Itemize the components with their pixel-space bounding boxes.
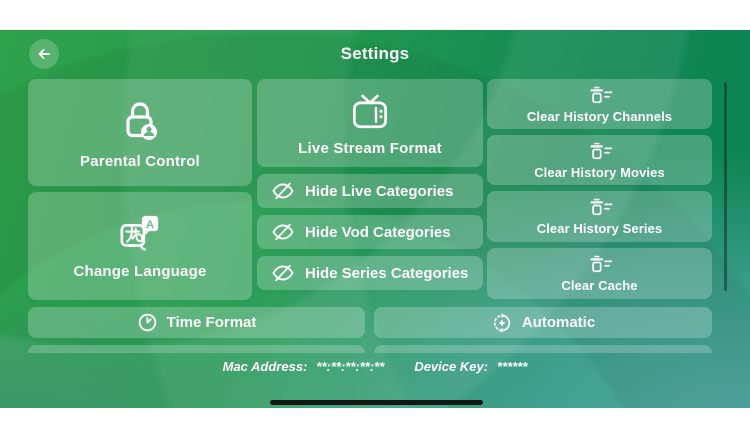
- live-stream-format-label: Live Stream Format: [298, 139, 442, 157]
- time-format-label: Time Format: [166, 314, 257, 331]
- trash-list-icon: [586, 85, 613, 106]
- hide-series-categories-button[interactable]: Hide Series Categories: [257, 256, 483, 290]
- clear-history-series-button[interactable]: Clear History Series: [487, 191, 712, 242]
- clear-history-movies-label: Clear History Movies: [534, 164, 665, 180]
- change-language-label: Change Language: [73, 263, 207, 280]
- trash-list-icon: [586, 254, 613, 275]
- trash-list-icon: [586, 141, 613, 162]
- clear-cache-label: Clear Cache: [561, 278, 638, 293]
- clipped-row-left-button[interactable]: [28, 345, 365, 353]
- hide-live-categories-button[interactable]: Hide Live Categories: [257, 174, 483, 208]
- automatic-button[interactable]: Automatic: [374, 307, 712, 338]
- clear-history-series-label: Clear History Series: [536, 221, 663, 236]
- home-indicator-bar[interactable]: [270, 400, 483, 405]
- eye-slash-icon: [271, 263, 295, 283]
- hide-live-categories-label: Hide Live Categories: [305, 182, 454, 200]
- mac-address-value: **:**:**:**:**: [316, 358, 385, 374]
- clock-icon: [137, 312, 158, 333]
- mac-address-label: Mac Address:: [222, 358, 308, 374]
- time-format-button[interactable]: Time Format: [28, 307, 365, 338]
- device-key-group: Device Key: ******: [414, 359, 527, 374]
- back-button[interactable]: [29, 39, 59, 69]
- hide-vod-categories-button[interactable]: Hide Vod Categories: [257, 215, 483, 249]
- clear-history-movies-button[interactable]: Clear History Movies: [487, 135, 712, 185]
- parental-control-button[interactable]: Parental Control: [28, 79, 252, 186]
- clipped-row-right-button[interactable]: [374, 345, 712, 353]
- lock-user-icon: [115, 96, 165, 146]
- settings-screen-background: [0, 30, 750, 408]
- clear-history-channels-button[interactable]: Clear History Channels: [487, 79, 712, 129]
- automatic-label: Automatic: [521, 314, 596, 331]
- eye-slash-icon: [271, 222, 295, 242]
- eye-slash-icon: [271, 181, 295, 201]
- svg-text:A: A: [146, 219, 154, 231]
- scrollbar-thumb[interactable]: [724, 82, 727, 291]
- auto-renew-icon: [491, 312, 513, 334]
- arrow-left-icon: [35, 45, 53, 63]
- mac-address-group: Mac Address: **:**:**:**:**: [223, 359, 385, 374]
- translate-icon: A: [116, 212, 164, 256]
- device-key-value: ******: [497, 358, 528, 374]
- trash-list-icon: [586, 197, 613, 218]
- live-stream-format-button[interactable]: Live Stream Format: [257, 79, 483, 167]
- hide-vod-categories-label: Hide Vod Categories: [305, 223, 451, 241]
- clear-history-channels-label: Clear History Channels: [526, 108, 673, 124]
- change-language-button[interactable]: A Change Language: [28, 192, 252, 300]
- hide-series-categories-label: Hide Series Categories: [305, 264, 469, 282]
- device-info-footer: Mac Address: **:**:**:**:** Device Key: …: [0, 357, 750, 375]
- device-key-label: Device Key:: [414, 358, 489, 374]
- parental-control-label: Parental Control: [80, 152, 200, 170]
- clear-cache-button[interactable]: Clear Cache: [487, 248, 712, 299]
- page-title: Settings: [340, 44, 410, 63]
- tv-icon: [347, 90, 393, 136]
